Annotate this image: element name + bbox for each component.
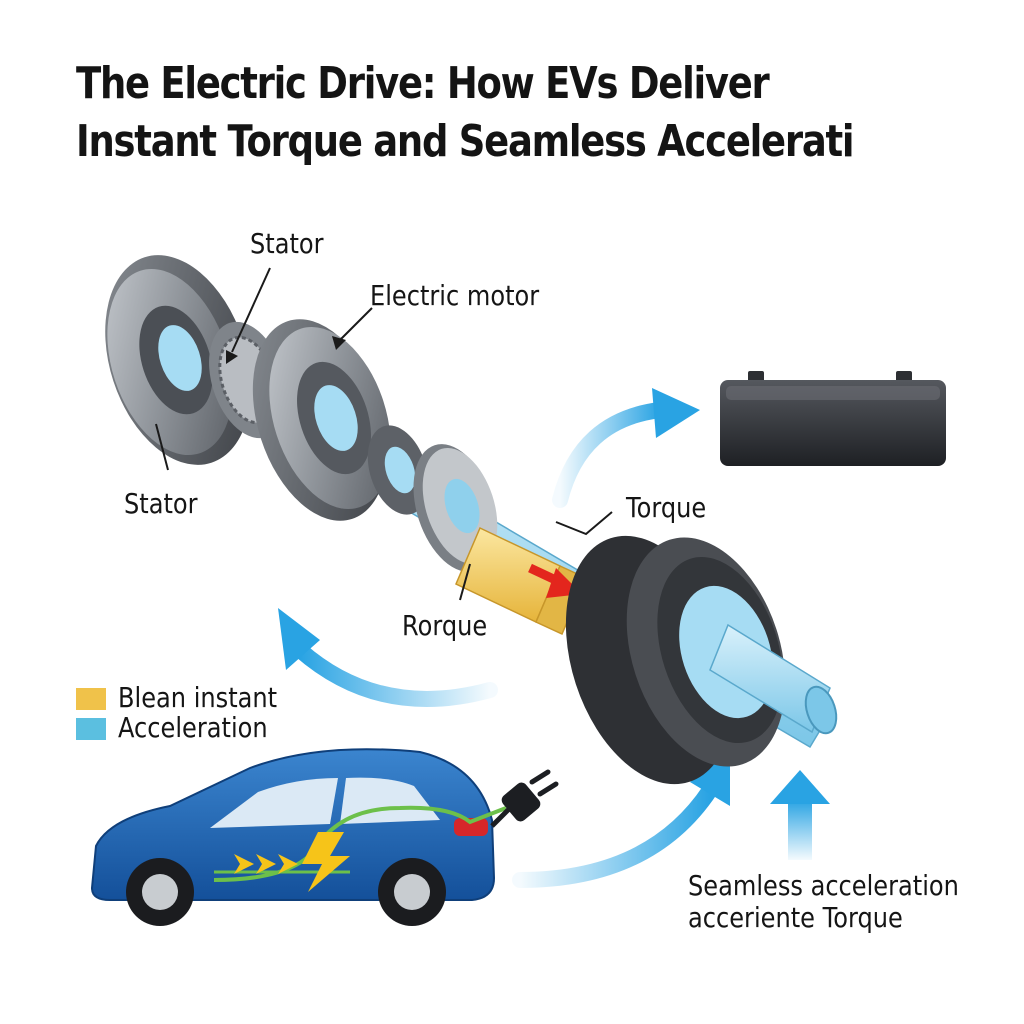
plug-icon xyxy=(490,769,559,828)
legend-label: Acceleration xyxy=(118,711,268,744)
chevron-arrows-icon xyxy=(234,854,298,874)
label-torque: Torque xyxy=(626,491,707,524)
caption-line-1: Seamless acceleration xyxy=(688,869,959,902)
legend-label: Blean instant xyxy=(118,681,278,714)
lightning-bolt-icon xyxy=(302,832,350,892)
label-stator-left: Stator xyxy=(124,487,198,520)
legend-swatch xyxy=(76,718,106,740)
label-electric-motor: Electric motor xyxy=(370,279,540,312)
bearing-ring-1 xyxy=(367,425,429,515)
output-shaft xyxy=(709,623,838,735)
flow-arrow-up xyxy=(770,770,830,860)
label-rorque: Rorque xyxy=(402,609,488,642)
legend-swatch xyxy=(76,688,106,710)
caption-line-2: acceriente Torque xyxy=(688,901,903,934)
battery-icon xyxy=(720,371,946,466)
label-stator-top: Stator xyxy=(250,227,324,260)
stator-end-disc xyxy=(105,255,251,465)
page-title-line-1: The Electric Drive: How EVs Deliver xyxy=(76,58,770,109)
electric-car xyxy=(90,748,496,926)
flow-arrow-to-battery xyxy=(552,388,700,508)
flow-arrow-to-legend xyxy=(278,608,498,707)
electric-motor-housing xyxy=(252,319,391,521)
page-title-line-2: Instant Torque and Seamless Accelerati xyxy=(76,116,855,167)
